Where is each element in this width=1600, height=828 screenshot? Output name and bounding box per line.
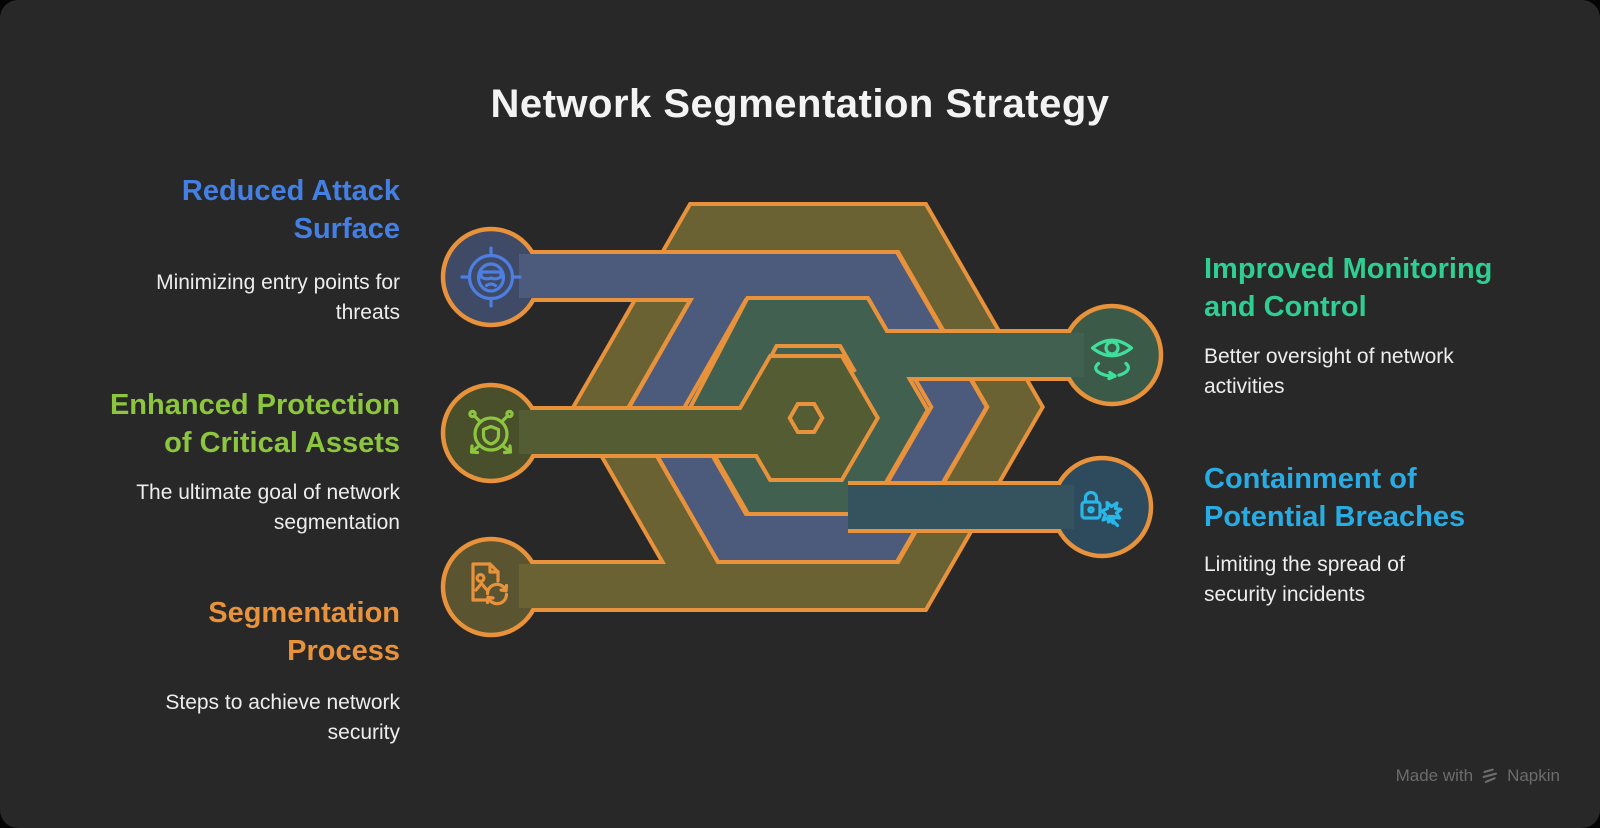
label-containment-title: Containment of Potential Breaches [1204,463,1466,533]
document-sync-icon [471,562,509,606]
page-title: Network Segmentation Strategy [490,82,1110,126]
eye-monitoring-icon [1090,338,1134,381]
label-segmentation-process-title: Segmentation Process [208,597,400,667]
attacker-target-icon [460,246,522,308]
watermark-brand: Napkin [1507,766,1560,785]
lock-breach-icon [1080,490,1123,528]
watermark-prefix: Made with [1395,766,1474,785]
label-enhanced-protection-title: Enhanced Protection of Critical Assets [109,389,400,459]
shield-network-icon [468,409,514,455]
label-improved-monitoring-desc: Better oversight of network activities [1204,345,1454,398]
label-containment-desc: Limiting the spread of security incident… [1204,553,1405,606]
label-segmentation-process-desc: Steps to achieve network security [165,691,400,744]
label-improved-monitoring-title: Improved Monitoring and Control [1204,253,1493,323]
label-reduced-attack-desc: Minimizing entry points for threats [156,271,400,324]
napkin-logo-icon [1482,768,1498,783]
band-enhanced-protection [491,354,881,482]
label-enhanced-protection-desc: The ultimate goal of network segmentatio… [136,481,400,534]
label-reduced-attack-title: Reduced Attack Surface [181,175,400,245]
watermark: Made with Napkin [1396,766,1560,786]
